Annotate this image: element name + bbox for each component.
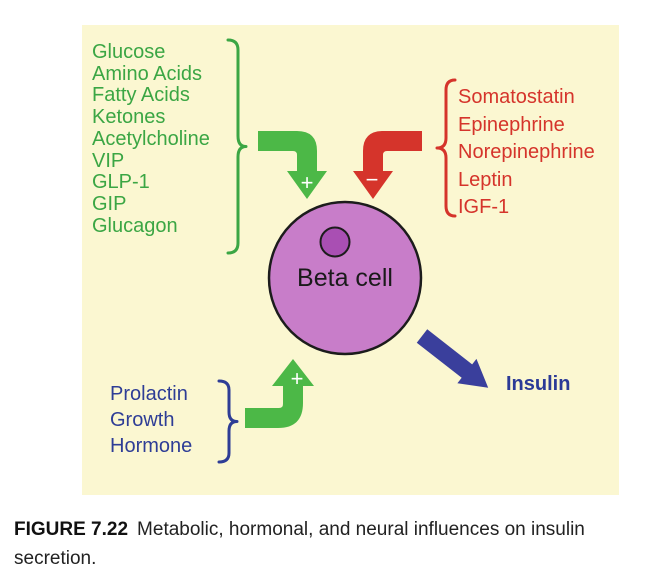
beta-cell-nucleus <box>319 226 351 258</box>
list-item: Fatty Acids <box>92 84 190 107</box>
caption-number: FIGURE 7.22 <box>14 519 129 540</box>
hormonal-arrow <box>245 359 314 428</box>
list-item: Glucagon <box>92 214 178 237</box>
stimulators-brace <box>226 38 248 255</box>
list-item: Ketones <box>92 106 166 129</box>
list-item: VIP <box>92 149 125 172</box>
caption-text: Metabolic, hormonal, and neural influenc… <box>14 519 585 569</box>
list-item: Somatostatin <box>458 86 575 108</box>
list-item: Leptin <box>458 168 513 191</box>
hormone-list: Prolactin Growth Hormone <box>110 381 192 459</box>
list-item: Glucose <box>92 41 166 63</box>
beta-cell-label: Beta cell <box>297 264 393 292</box>
plus-sign: + <box>300 170 314 195</box>
list-item: GLP-1 <box>92 171 150 194</box>
list-item: Norepinephrine <box>458 141 595 163</box>
list-item: Epinephrine <box>458 113 565 136</box>
list-item: Amino Acids <box>92 62 203 85</box>
list-item: GIP <box>92 192 127 215</box>
minus-sign: − <box>365 167 379 192</box>
inhibitory-arrow <box>353 131 422 199</box>
list-item: Growth <box>110 409 175 431</box>
list-item: Hormone <box>110 435 193 457</box>
stimulatory-arrow <box>258 131 327 199</box>
beta-cell-body <box>267 200 423 356</box>
insulin-label: Insulin <box>506 373 571 395</box>
inhibitors-brace <box>435 78 457 218</box>
plus-sign: + <box>290 366 304 391</box>
inhibitor-list: Somatostatin Epinephrine Norepinephrine … <box>458 84 595 222</box>
hormones-brace <box>217 379 239 464</box>
stimulator-list: Glucose Amino Acids Fatty Acids Ketones … <box>92 41 210 237</box>
list-item: IGF-1 <box>458 196 510 218</box>
list-item: Acetylcholine <box>92 127 210 150</box>
insulin-arrow <box>416 329 489 388</box>
list-item: Prolactin <box>110 383 188 405</box>
